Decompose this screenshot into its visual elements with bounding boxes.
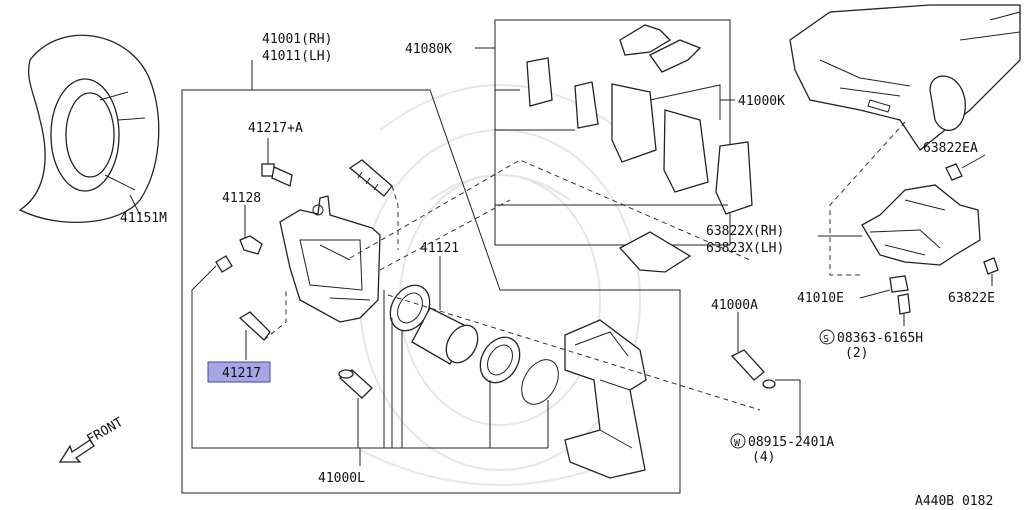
leader-41000l — [359, 290, 549, 466]
label-63823x-lh[interactable]: 63823X(LH) — [706, 241, 784, 256]
label-41000k[interactable]: 41000K — [738, 94, 785, 109]
caliper-housing[interactable] — [279, 195, 381, 323]
brake-pad-outer[interactable] — [663, 109, 709, 193]
leader-41010e — [859, 289, 891, 299]
label-41121[interactable]: 41121 — [420, 241, 459, 256]
screw-08363[interactable] — [897, 293, 911, 315]
brake-pad-inner[interactable] — [611, 83, 657, 163]
dust-boot[interactable] — [472, 330, 527, 390]
symbol-s-circle — [819, 329, 835, 345]
washer[interactable] — [762, 379, 776, 389]
label-41010e[interactable]: 41010E — [797, 291, 844, 306]
guide-pin-lower[interactable] — [238, 311, 271, 341]
label-41001-rh[interactable]: 41001(RH) — [262, 32, 332, 47]
bushing-lower[interactable] — [338, 369, 373, 399]
label-washer-qty: (4) — [752, 450, 775, 465]
dash-guide-lower — [263, 290, 287, 341]
clip-63822ea[interactable] — [945, 163, 963, 181]
pad-spring-second[interactable] — [649, 39, 702, 73]
shim-right[interactable] — [715, 141, 753, 215]
dash-guide-upper — [391, 185, 399, 250]
bleeder-cap[interactable] — [215, 255, 233, 273]
retaining-ring[interactable] — [514, 353, 566, 411]
pad-retainer[interactable] — [618, 231, 692, 273]
label-08915-2401a[interactable]: 08915-2401A — [748, 435, 834, 450]
label-41217[interactable]: 41217 — [222, 366, 261, 381]
label-41011-lh[interactable]: 41011(LH) — [262, 49, 332, 64]
front-label: FRONT — [85, 415, 127, 448]
label-63822ea[interactable]: 63822EA — [923, 141, 978, 156]
dust-shield[interactable] — [18, 34, 160, 223]
symbol-w: W — [734, 438, 741, 449]
label-63822e[interactable]: 63822E — [948, 291, 995, 306]
caliper-assembly-outline — [181, 89, 681, 494]
label-63822x-rh[interactable]: 63822X(RH) — [706, 224, 784, 239]
dash-car-to-splash — [829, 121, 906, 276]
front-arrow-icon — [58, 439, 95, 463]
pin-bolt-upper[interactable] — [261, 163, 293, 187]
label-41128[interactable]: 41128 — [222, 191, 261, 206]
label-41151m[interactable]: 41151M — [120, 211, 167, 226]
guide-pin-upper[interactable] — [348, 159, 393, 197]
leader-shield — [129, 194, 141, 216]
splash-guard[interactable] — [861, 184, 981, 266]
clip-63822e[interactable] — [983, 257, 999, 275]
label-41080k[interactable]: 41080K — [405, 42, 452, 57]
bleeder-screw[interactable] — [239, 235, 263, 255]
mounting-bolt-41000a[interactable] — [730, 349, 765, 381]
leader-63822ea — [961, 154, 986, 169]
symbol-s: S — [823, 334, 829, 345]
label-41000a[interactable]: 41000A — [711, 298, 758, 313]
label-screw-qty: (2) — [845, 346, 868, 361]
shim-second[interactable] — [574, 81, 599, 129]
pad-kit-outline — [494, 19, 731, 246]
car-front-illustration — [789, 4, 1021, 151]
dash-axis-lines — [349, 159, 761, 411]
highlight-box-41217[interactable] — [207, 361, 271, 383]
piston[interactable] — [411, 307, 484, 368]
leader-body-left — [191, 290, 360, 449]
leader-41000k — [649, 84, 735, 120]
caliper-bracket[interactable] — [564, 319, 647, 479]
shim-left[interactable] — [526, 57, 553, 107]
grommet-41010e[interactable] — [889, 275, 909, 293]
symbol-w-circle — [730, 433, 746, 449]
label-08363-6165h[interactable]: 08363-6165H — [837, 331, 923, 346]
leader-cap — [191, 265, 217, 291]
leader-washer — [775, 379, 801, 438]
label-41217a[interactable]: 41217+A — [248, 121, 303, 136]
diagram-reference-code: A440B 0182 — [915, 494, 993, 509]
label-41000l[interactable]: 41000L — [318, 471, 365, 486]
pad-spring-top[interactable] — [619, 24, 672, 56]
pad-kit-leaders — [495, 89, 728, 206]
